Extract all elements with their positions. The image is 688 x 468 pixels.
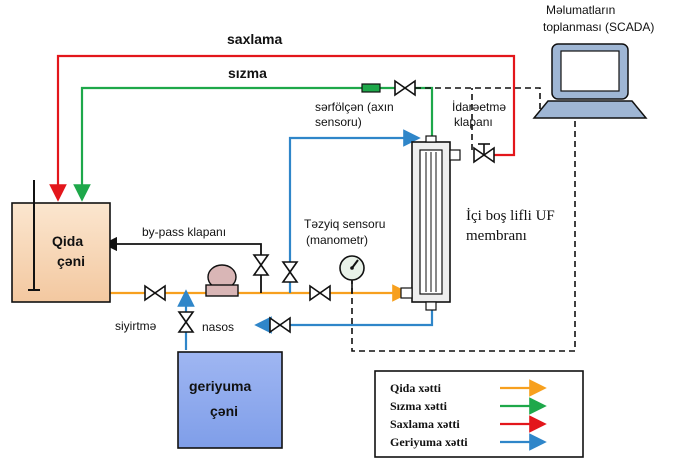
feed-tank-label-2: çəni xyxy=(57,253,85,269)
drain-label: siyirtmə xyxy=(115,319,157,333)
pressure-sensor-label-2: (manometr) xyxy=(306,233,368,247)
bypass-valve xyxy=(252,254,270,276)
pressure-sensor-label-1: Təzyiq sensoru xyxy=(304,217,385,231)
membrane-label-2: membranı xyxy=(466,228,527,244)
permeate-line xyxy=(73,86,434,202)
permeate-line-label: sızma xyxy=(228,65,267,81)
pump-label: nasos xyxy=(202,320,234,334)
bypass-valve-label: by-pass klapanı xyxy=(142,225,226,239)
pump xyxy=(205,264,239,297)
drain-valve xyxy=(177,311,195,333)
flowmeter-label-1: sərfölçən (axın xyxy=(315,100,394,114)
legend-label-permeate: Sızma xətti xyxy=(390,399,448,413)
feed-valve-2 xyxy=(309,284,331,302)
control-valve-label-2: klapanı xyxy=(454,115,493,129)
legend-label-return: Geriyuma xətti xyxy=(390,435,468,449)
bypass-line xyxy=(102,236,262,293)
legend-label-retentate: Saxlama xətti xyxy=(390,417,460,431)
feed-tank xyxy=(11,202,111,303)
return-bottom-valve xyxy=(269,316,291,334)
return-tank-label-1: geriyuma xyxy=(189,378,251,394)
legend: Qida xətti Sızma xətti Saxlama xətti Ger… xyxy=(374,370,584,458)
control-valve xyxy=(473,143,495,164)
return-tank xyxy=(177,351,283,449)
membrane-label-1: İçi boş lifli UF xyxy=(466,208,555,224)
uf-membrane-module xyxy=(400,135,461,311)
pressure-gauge-icon xyxy=(339,255,365,293)
flowmeter-label-2: sensoru) xyxy=(315,115,362,129)
return-line-bottom xyxy=(254,305,434,334)
legend-label-feed: Qida xətti xyxy=(390,381,442,395)
scada-label-1: Məlumatların xyxy=(546,3,615,17)
scada-computer-icon xyxy=(532,43,648,119)
retentate-line xyxy=(49,54,516,202)
permeate-valve xyxy=(394,79,416,97)
return-tank-label-2: çəni xyxy=(210,403,238,419)
scada-label-2: toplanması (SCADA) xyxy=(543,20,654,34)
flowmeter xyxy=(361,83,381,93)
return-valve xyxy=(281,261,299,283)
retentate-line-label: saxlama xyxy=(227,31,282,47)
control-valve-label-1: İdarəetmə xyxy=(452,100,506,114)
feed-valve xyxy=(144,284,166,302)
scada-signal-line-1 xyxy=(405,87,541,114)
feed-tank-label-1: Qida xyxy=(52,233,83,249)
return-line-top xyxy=(288,129,421,293)
scada-signal-line-3 xyxy=(351,114,576,352)
